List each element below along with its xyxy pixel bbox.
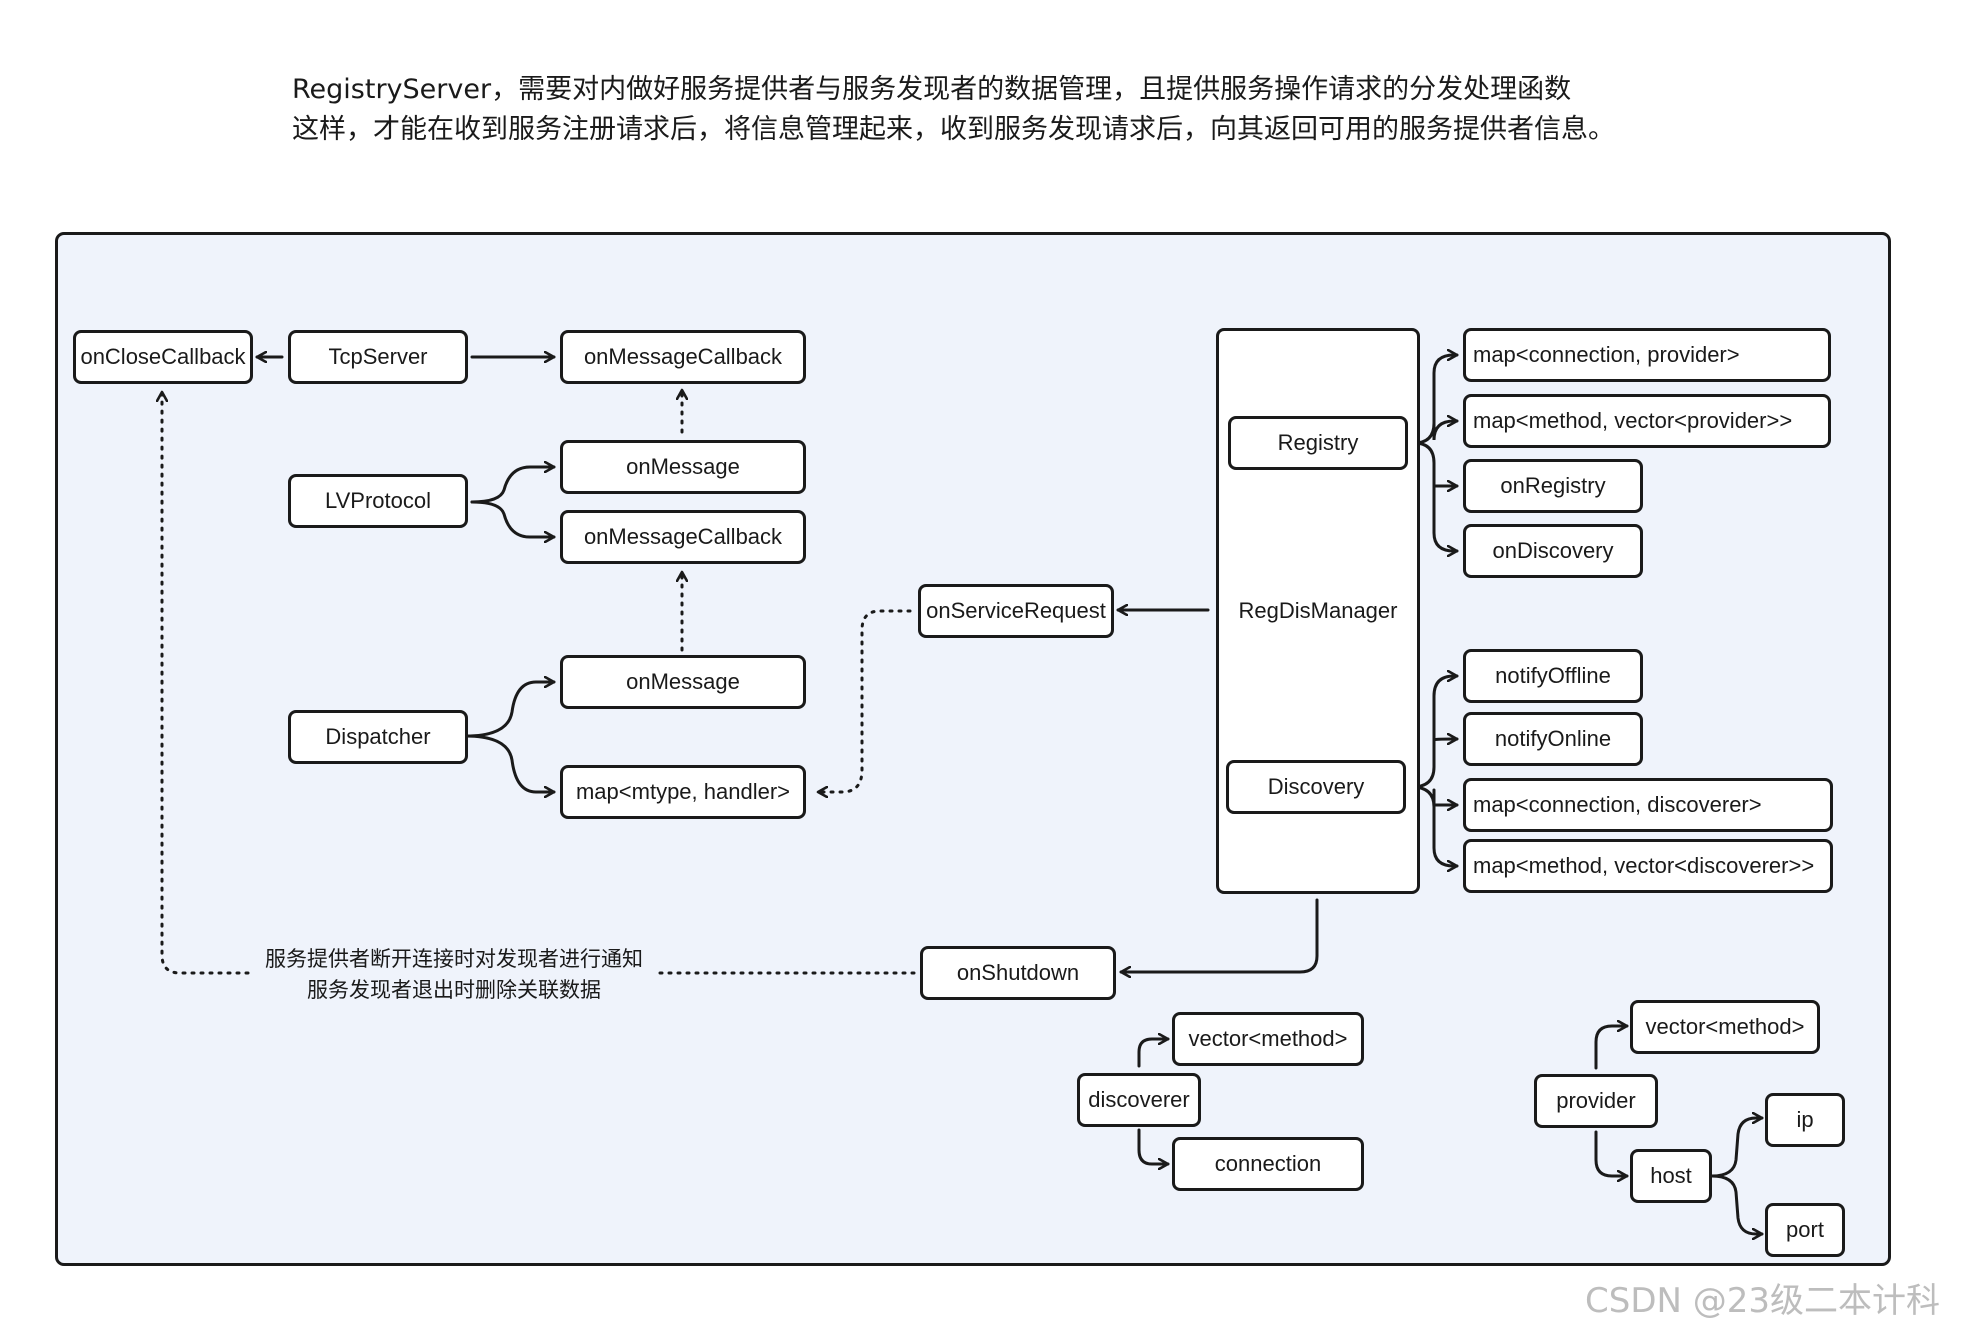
node-provider: provider <box>1534 1074 1658 1128</box>
edge-discoverer-vector <box>1137 1039 1170 1068</box>
node-map-mtype-handler: map<mtype, handler> <box>560 765 806 819</box>
node-host: host <box>1630 1149 1712 1203</box>
node-onservicerequest: onServiceRequest <box>918 584 1114 638</box>
node-discoverer-connection: connection <box>1172 1137 1364 1191</box>
note-line-2: 服务发现者退出时删除关联数据 <box>307 978 601 1002</box>
edge-regdis-onshutdown <box>1119 898 1319 972</box>
intro-line-2: 这样，才能在收到服务注册请求后，将信息管理起来，收到服务发现请求后，向其返回可用… <box>292 114 1615 145</box>
node-ip: ip <box>1765 1093 1845 1147</box>
node-port: port <box>1765 1203 1845 1257</box>
watermark: CSDN @23级二本计科 <box>1585 1281 1941 1321</box>
note-line-1: 服务提供者断开连接时对发现者进行通知 <box>265 947 643 971</box>
node-onmessagecallback-2: onMessageCallback <box>560 510 806 564</box>
edge-onservicerequest-map <box>816 609 912 792</box>
edge-registry-brace <box>1412 355 1459 445</box>
edge-discoverer-connection <box>1137 1128 1170 1164</box>
node-ondiscovery: onDiscovery <box>1463 524 1643 578</box>
intro-text: RegistryServer，需要对内做好服务提供者与服务发现者的数据管理，且提… <box>292 70 1692 150</box>
node-registry: Registry <box>1228 416 1408 470</box>
node-lvprotocol: LVProtocol <box>288 474 468 528</box>
node-notifyoffline: notifyOffline <box>1463 649 1643 703</box>
note-text: 服务提供者断开连接时对发现者进行通知 服务发现者退出时删除关联数据 <box>252 944 656 1006</box>
edge-discovery-brace <box>1410 676 1459 789</box>
node-onshutdown: onShutdown <box>920 946 1116 1000</box>
node-onclosecallback: onCloseCallback <box>73 330 253 384</box>
node-onmessage-2: onMessage <box>560 655 806 709</box>
edge-host-brace <box>1710 1118 1764 1178</box>
intro-line-1: RegistryServer，需要对内做好服务提供者与服务发现者的数据管理，且提… <box>292 74 1572 105</box>
edge-provider-vector <box>1594 1026 1629 1070</box>
node-onregistry: onRegistry <box>1463 459 1643 513</box>
edge-lvprotocol-brace <box>470 467 556 504</box>
node-notifyonline: notifyOnline <box>1463 712 1643 766</box>
node-onmessagecallback-top: onMessageCallback <box>560 330 806 384</box>
node-discovery: Discovery <box>1226 760 1406 814</box>
node-discoverer: discoverer <box>1077 1073 1201 1127</box>
node-onmessage-1: onMessage <box>560 440 806 494</box>
node-dispatcher: Dispatcher <box>288 710 468 764</box>
edge-provider-host <box>1594 1130 1629 1176</box>
node-tcpserver: TcpServer <box>288 330 468 384</box>
node-map-connection-discoverer: map<connection, discoverer> <box>1463 778 1833 832</box>
node-map-method-vector-discoverer: map<method, vector<discoverer>> <box>1463 839 1833 893</box>
node-map-connection-provider: map<connection, provider> <box>1463 328 1831 382</box>
node-map-method-vector-provider: map<method, vector<provider>> <box>1463 394 1831 448</box>
edge-note-onclosecallback <box>162 390 250 975</box>
edge-dispatcher-brace <box>464 682 556 738</box>
node-provider-vector-method: vector<method> <box>1630 1000 1820 1054</box>
node-discoverer-vector-method: vector<method> <box>1172 1012 1364 1066</box>
